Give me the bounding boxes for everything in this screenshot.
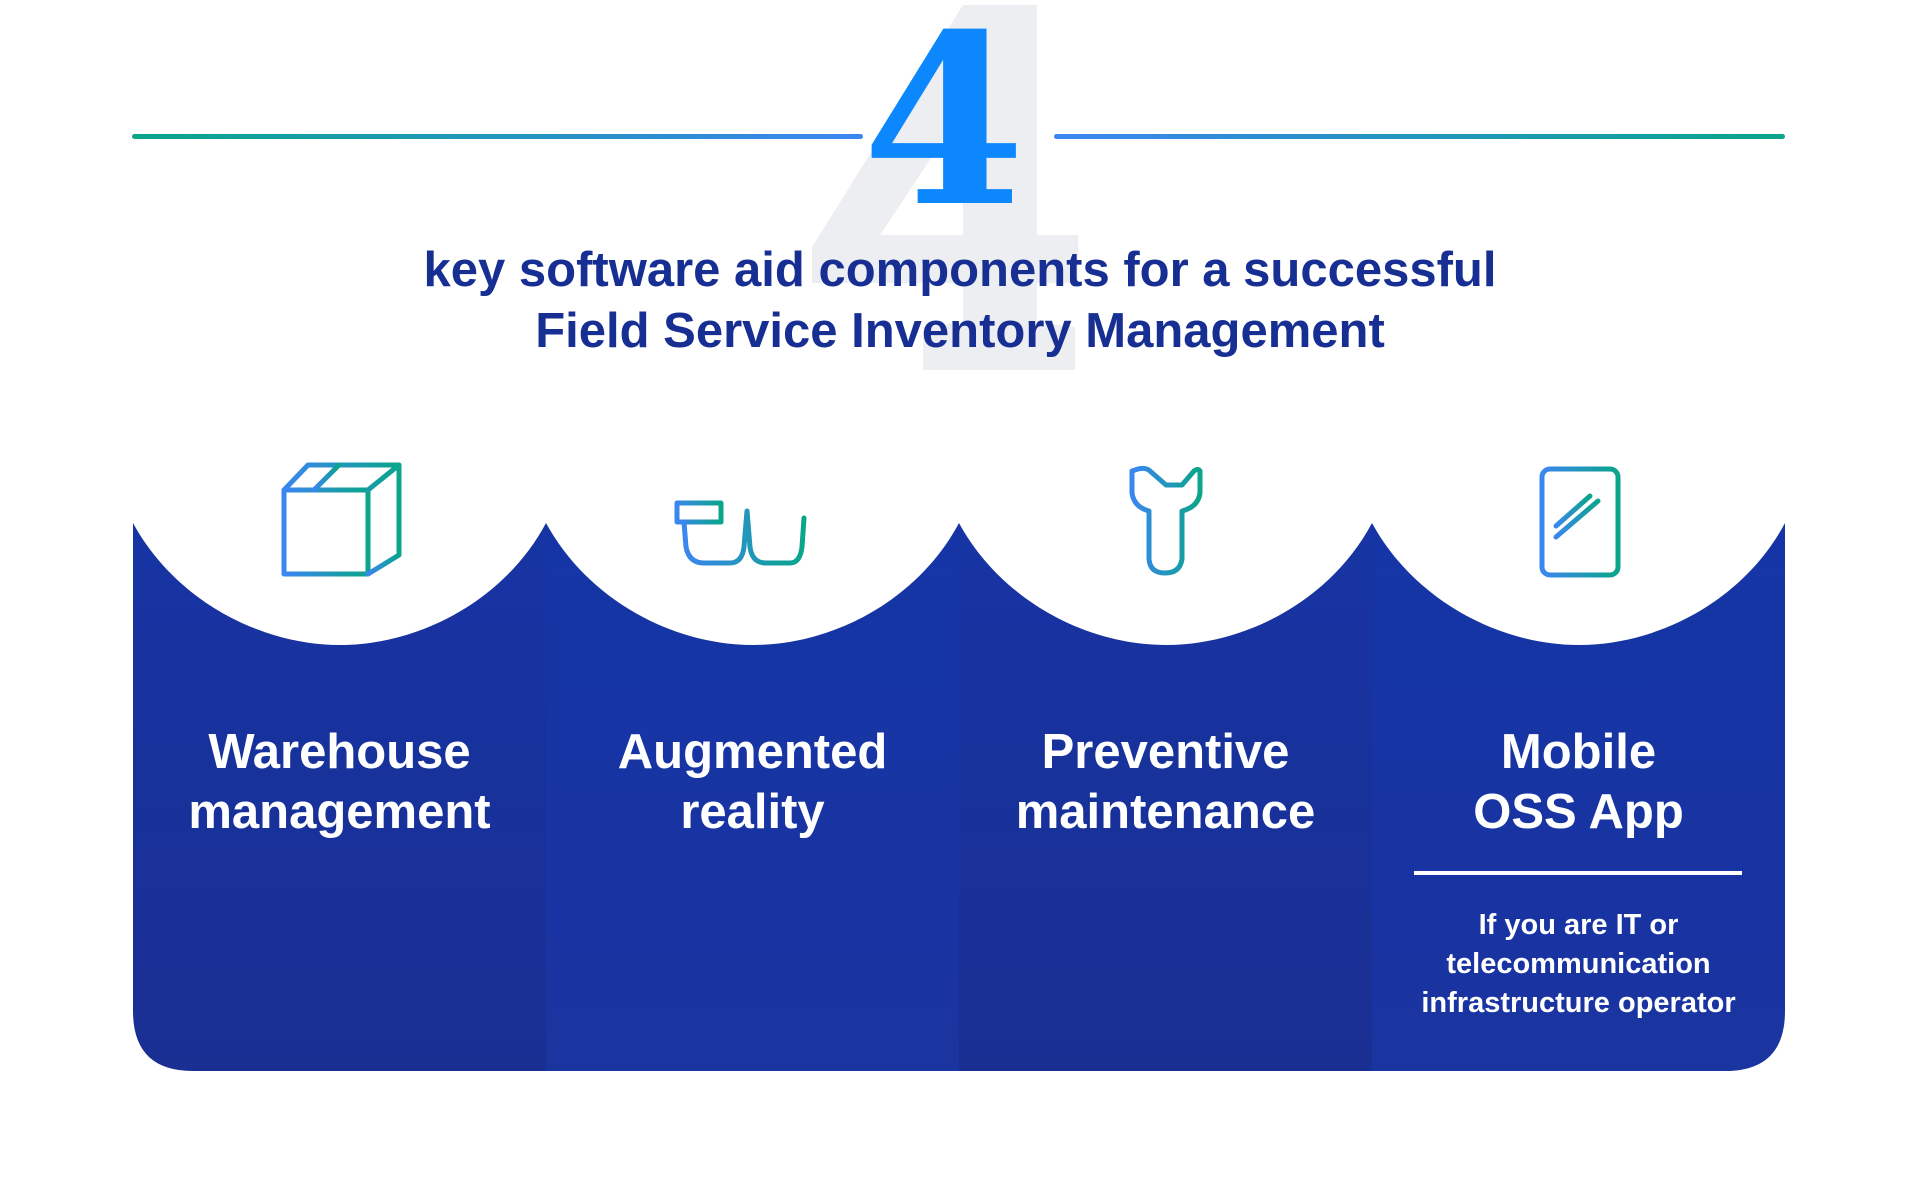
component-warehouse-management: Warehouse management bbox=[133, 722, 546, 842]
component-title-line: management bbox=[188, 785, 491, 839]
component-preventive-maintenance: Preventive maintenance bbox=[959, 722, 1372, 842]
panel-column-4 bbox=[1372, 523, 1785, 1071]
note-line: infrastructure operator bbox=[1421, 987, 1736, 1019]
header-line-left bbox=[132, 134, 863, 139]
panel-column-3 bbox=[959, 523, 1372, 1071]
headline-line-2: Field Service Inventory Management bbox=[535, 304, 1385, 358]
component-augmented-reality: Augmented reality bbox=[546, 722, 959, 842]
note-line: telecommunication bbox=[1446, 948, 1711, 980]
mobile-oss-note: If you are IT or telecommunication infra… bbox=[1372, 906, 1785, 1023]
component-title-line: maintenance bbox=[1015, 785, 1316, 839]
component-mobile-oss-app: Mobile OSS App bbox=[1372, 722, 1785, 842]
component-title-line: reality bbox=[680, 785, 825, 839]
headline-line-1: key software aid components for a succes… bbox=[423, 243, 1497, 297]
wrench-icon bbox=[1129, 465, 1203, 576]
scalloped-panel bbox=[133, 523, 1785, 1071]
smartphone-icon bbox=[1539, 466, 1621, 578]
headline: key software aid components for a succes… bbox=[0, 240, 1920, 362]
panel-column-2 bbox=[546, 523, 959, 1071]
divider bbox=[1414, 871, 1742, 875]
header-line-right bbox=[1054, 134, 1785, 139]
component-title-line: Warehouse bbox=[208, 725, 471, 779]
smart-glasses-icon bbox=[674, 487, 833, 566]
panel-column-1 bbox=[133, 523, 546, 1071]
note-line: If you are IT or bbox=[1478, 909, 1679, 941]
big-number-watermark-shape bbox=[812, 5, 1078, 370]
box-icon bbox=[281, 462, 402, 577]
big-number: 4 bbox=[862, 0, 1026, 259]
component-title-line: Mobile bbox=[1500, 725, 1657, 779]
component-title-line: OSS App bbox=[1473, 785, 1684, 839]
component-title-line: Augmented bbox=[617, 725, 888, 779]
component-title-line: Preventive bbox=[1041, 725, 1290, 779]
